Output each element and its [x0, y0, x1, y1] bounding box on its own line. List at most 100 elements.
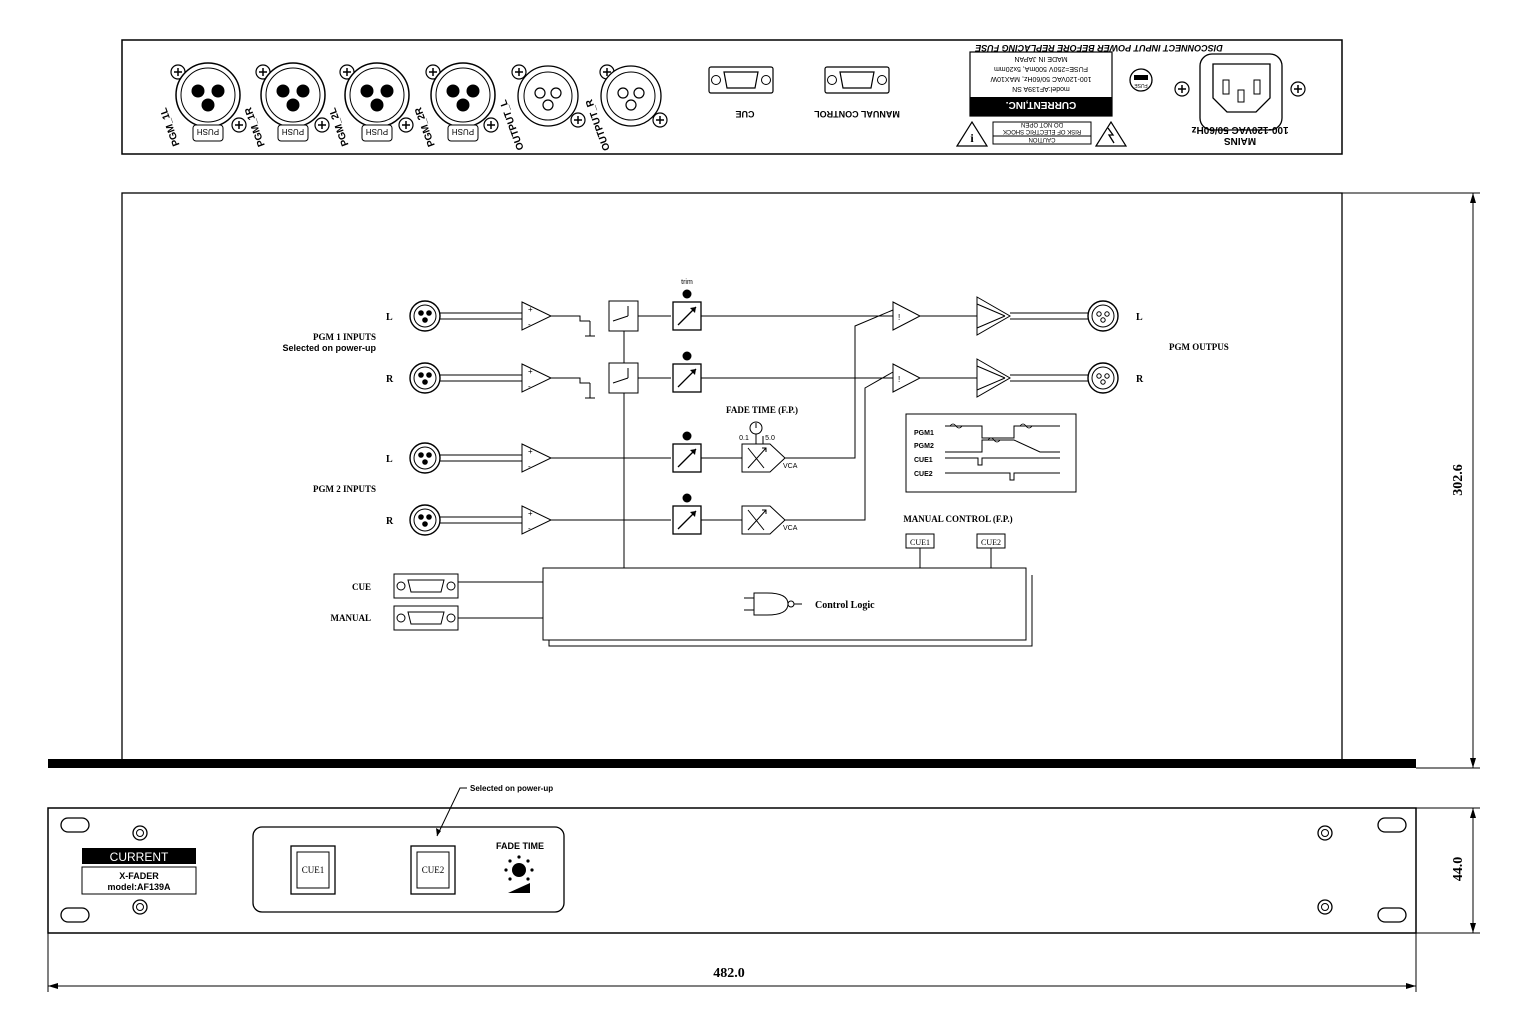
- cue1-button-diagram: CUE1: [905, 533, 935, 568]
- channel-label-pgm1-l: L: [386, 312, 393, 323]
- vca-label-1: VCA: [783, 463, 798, 470]
- callout: Selected on power-up: [436, 784, 553, 837]
- timing-label-cue1: CUE1: [914, 457, 933, 464]
- push-label-3: PUSH: [366, 127, 388, 136]
- mains-inlet: MAINS 100-120VAC 50/60Hz: [1174, 53, 1306, 146]
- nameplate-fuse: FUSE=250V 500mA, 5x20mm: [994, 65, 1088, 72]
- pgm2-l-chain: + - VCA L: [386, 309, 894, 474]
- trim-knob-icon: [682, 431, 692, 441]
- caution-title: CAUTION: [1029, 136, 1056, 142]
- knob-icon: [512, 863, 526, 877]
- timing-chart: PGM1 PGM2 CUE1 CUE2: [905, 413, 1077, 493]
- cue1-front-label: CUE1: [302, 865, 325, 875]
- dimensions: 302.6 44.0 482.0: [47, 192, 1480, 992]
- opamp-minus: -: [528, 462, 531, 471]
- opamp-minus: -: [528, 320, 531, 329]
- cue-port: CUE: [708, 66, 774, 119]
- callout-text: Selected on power-up: [470, 784, 553, 793]
- caution-line1: RISK OF ELECTRIC SHOCK: [1003, 128, 1081, 134]
- control-logic-label: Control Logic: [815, 600, 875, 611]
- rear-warning-text: DISCONNECT INPUT POWER BEFORE REPLACING …: [974, 43, 1223, 53]
- opamp-plus: +: [528, 447, 533, 456]
- fuse-holder: FUSE: [1129, 68, 1153, 92]
- fade-time-knob[interactable]: FADE TIME: [496, 841, 544, 893]
- caution-label: i CAUTION RISK OF ELECTRIC SHOCK DO NOT …: [955, 120, 1128, 147]
- front-model: model:AF139A: [107, 882, 171, 892]
- front-product: X-FADER: [119, 871, 159, 881]
- opamp-plus: +: [528, 305, 533, 314]
- trim-knob-icon: [682, 289, 692, 299]
- channel-label-pgm2-l: L: [386, 454, 393, 465]
- trim-knob-icon: [682, 493, 692, 503]
- opamp-minus: -: [528, 524, 531, 533]
- opamp-minus: -: [528, 382, 531, 391]
- opamp-plus: +: [528, 509, 533, 518]
- manual-input-label: MANUAL: [331, 613, 372, 623]
- vca-label-2: VCA: [783, 525, 798, 532]
- caution-line2: DO NOT OPEN: [1021, 121, 1063, 127]
- channel-label-out-l: L: [1136, 312, 1143, 323]
- fade-min-label: 0.1: [739, 435, 749, 442]
- rear-panel: DISCONNECT INPUT POWER BEFORE REPLACING …: [121, 39, 1343, 155]
- timing-label-pgm2: PGM2: [914, 443, 934, 450]
- cue1-button-label: CUE1: [910, 538, 930, 547]
- cue-input-port: CUE: [352, 573, 543, 599]
- cue2-button-label: CUE2: [981, 538, 1001, 547]
- timing-label-cue2: CUE2: [914, 471, 933, 478]
- mains-rating: 100-120VAC 50/60Hz: [1191, 124, 1288, 135]
- nameplate-brand: CURRENT,INC.: [1006, 99, 1077, 110]
- pgm2-inputs-label: PGM 2 INPUTS: [313, 484, 376, 494]
- trim-knob-icon: [682, 351, 692, 361]
- sum-mark: !: [898, 313, 900, 322]
- front-logo-plate: CURRENT X-FADER model:AF139A: [81, 848, 197, 895]
- opamp-plus: +: [528, 367, 533, 376]
- channel-label-out-r: R: [1136, 374, 1144, 385]
- nameplate: CURRENT,INC. model:AF139A SN 100-120VAC …: [969, 51, 1113, 117]
- manual-control-port: MANUAL CONTROL: [814, 66, 900, 119]
- sum-mark: !: [898, 375, 900, 384]
- manual-input-port: MANUAL: [331, 605, 543, 631]
- cue2-front-label: CUE2: [422, 865, 445, 875]
- manual-control-label: MANUAL CONTROL (F.P.): [903, 514, 1012, 524]
- front-brand: CURRENT: [110, 850, 169, 864]
- dim-height: 44.0: [1451, 857, 1466, 882]
- pgm2-r-chain: + - VCA R: [386, 371, 894, 536]
- dim-width: 482.0: [713, 966, 745, 981]
- cue2-front-button[interactable]: CUE2: [410, 845, 456, 895]
- ramp-icon: [508, 883, 530, 893]
- cue1-front-button[interactable]: CUE1: [290, 845, 336, 895]
- fade-time-front-label: FADE TIME: [496, 841, 544, 851]
- dim-depth: 302.6: [1451, 464, 1466, 496]
- rack-base-bar: [48, 759, 1416, 768]
- cue-port-label: CUE: [735, 109, 754, 119]
- pgm1-inputs-label: PGM 1 INPUTS: [313, 332, 376, 342]
- pgm1-selected-label: Selected on power-up: [282, 343, 376, 353]
- manual-port-label: MANUAL CONTROL: [814, 109, 900, 119]
- channel-label-pgm2-r: R: [386, 516, 394, 527]
- trim-label: trim: [681, 279, 693, 286]
- fuse-label: FUSE: [1134, 82, 1148, 88]
- pgm1-r-chain: + - ! R R: [386, 351, 1144, 399]
- pgm1-l-chain: + - trim ! L L: [386, 279, 1143, 337]
- front-panel: CURRENT X-FADER model:AF139A CUE1 CUE2 S…: [47, 784, 1417, 934]
- nameplate-power: 100-120VAC 50/60Hz, MAX10W: [990, 75, 1091, 82]
- info-icon: i: [970, 131, 974, 145]
- nameplate-origin: MADE IN JAPAN: [1014, 55, 1067, 62]
- panel-screw-icon: [132, 825, 1333, 915]
- mains-label: MAINS: [1224, 135, 1257, 146]
- pgm-outputs-label: PGM OUTPUS: [1169, 342, 1229, 352]
- push-label-4: PUSH: [452, 127, 474, 136]
- push-label-1: PUSH: [197, 127, 219, 136]
- timing-label-pgm1: PGM1: [914, 430, 934, 437]
- cue2-button-diagram: CUE2: [976, 533, 1006, 568]
- fade-max-label: 5.0: [765, 435, 775, 442]
- channel-label-pgm1-r: R: [386, 374, 394, 385]
- block-diagram: + - trim ! L L + -: [121, 192, 1343, 761]
- cue-input-label: CUE: [352, 582, 371, 592]
- shock-warning-icon: [1094, 120, 1128, 147]
- fade-time-label: FADE TIME (F.P.): [726, 405, 798, 415]
- push-label-2: PUSH: [282, 127, 304, 136]
- nameplate-model: model:AF139A SN: [1012, 85, 1070, 92]
- fade-time-control: FADE TIME (F.P.) 0.1 5.0: [726, 405, 798, 444]
